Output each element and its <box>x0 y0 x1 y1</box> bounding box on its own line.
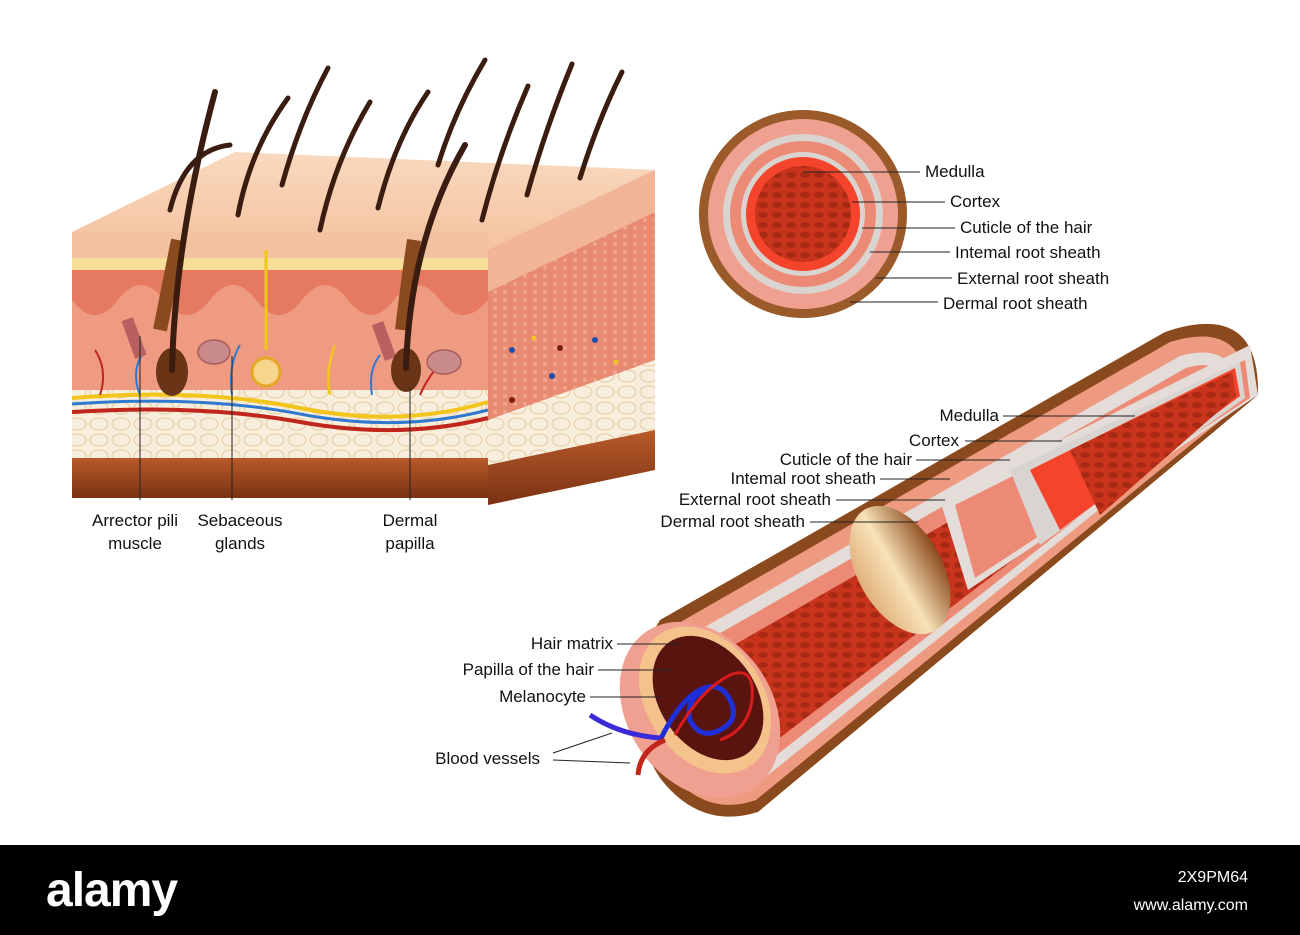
lf-external-root-sheath-label: External root sheath <box>678 490 831 509</box>
hair-anatomy-illustration <box>71 57 1259 817</box>
cs-medulla-label: Medulla <box>925 162 985 181</box>
cs-cortex-label: Cortex <box>950 192 1001 211</box>
cs-cuticle-label: Cuticle of the hair <box>960 218 1093 237</box>
hair-cross-section <box>699 110 955 318</box>
dermal-papilla-label: Dermal papilla <box>382 511 438 553</box>
watermark-footer: alamy 2X9PM64 www.alamy.com <box>0 845 1300 935</box>
lf-dermal-root-sheath-label: Dermal root sheath <box>660 512 805 531</box>
cs-dermal-root-sheath-label: Dermal root sheath <box>943 294 1088 313</box>
skin-block <box>71 57 655 505</box>
hair-follicle-longitudinal <box>552 323 1259 817</box>
blood-vessels-label: Blood vessels <box>435 749 540 768</box>
site-url[interactable]: www.alamy.com <box>1133 897 1248 914</box>
cs-internal-root-sheath-label: Intemal root sheath <box>955 243 1101 262</box>
hair-matrix-label: Hair matrix <box>530 634 613 653</box>
alamy-logo[interactable]: alamy <box>46 864 178 917</box>
melanocyte-label: Melanocyte <box>499 687 586 706</box>
arrector-pili-label: Arrector pili muscle <box>92 511 178 553</box>
lf-medulla-label: Medulla <box>939 406 999 425</box>
lf-cuticle-label: Cuticle of the hair <box>779 450 912 469</box>
papilla-of-hair-label: Papilla of the hair <box>462 660 594 679</box>
lf-cortex-label: Cortex <box>908 431 959 450</box>
sebaceous-glands-label: Sebaceous glands <box>197 511 283 553</box>
image-id: 2X9PM64 <box>1177 869 1248 886</box>
lf-internal-root-sheath-label: Intemal root sheath <box>730 469 876 488</box>
cs-external-root-sheath-label: External root sheath <box>957 269 1110 288</box>
